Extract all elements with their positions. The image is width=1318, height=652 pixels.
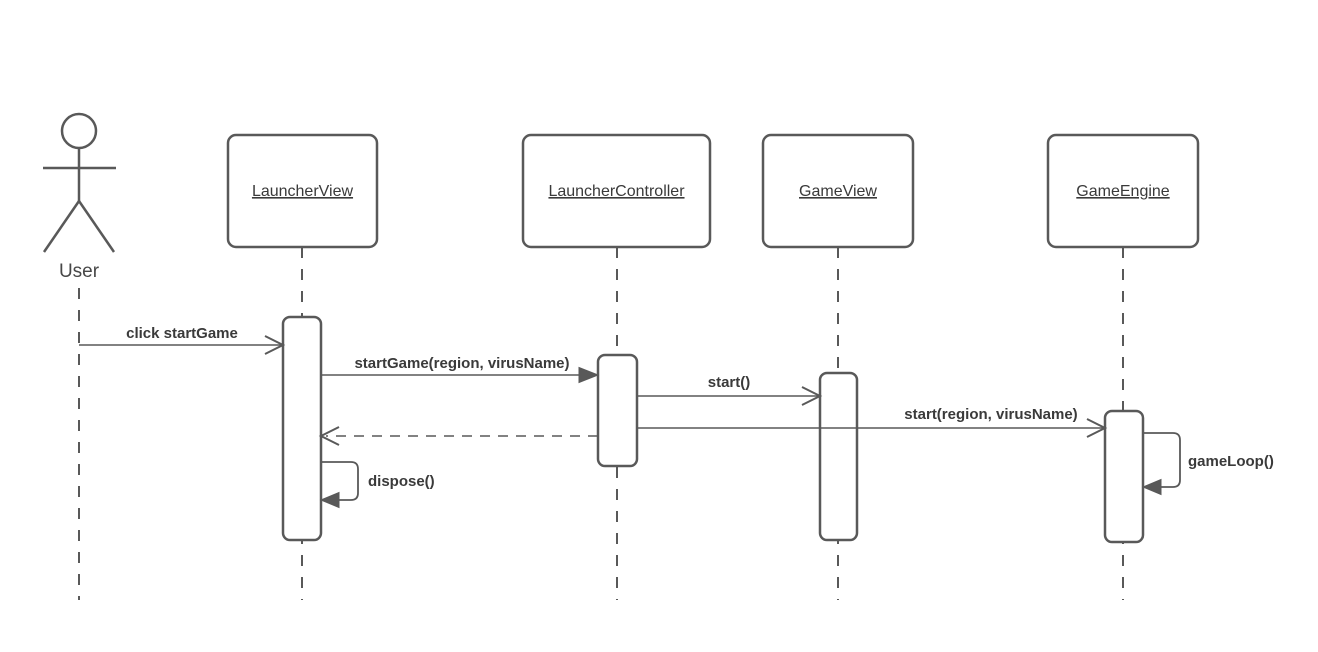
message-start: start() <box>637 374 823 406</box>
actor-left-leg <box>42 200 81 253</box>
message-label: gameLoop() <box>1188 453 1274 470</box>
message-label: startGame(region, virusName) <box>354 355 569 372</box>
lifeline-box <box>521 133 712 249</box>
lifeline-box-label: LauncherController <box>548 183 685 200</box>
lifeline-box <box>226 133 379 249</box>
open-arrowhead-icon <box>318 426 340 446</box>
message-label: start(region, virusName) <box>904 406 1077 423</box>
message-startgame-args: startGame(region, virusName) <box>321 355 600 384</box>
activation-bar-gameview <box>818 371 859 542</box>
message-dispose-self-call: dispose() <box>319 461 435 509</box>
message-gameloop-self-call: gameLoop() <box>1141 432 1274 496</box>
message-return <box>318 426 598 446</box>
activation-bar-launchercontroller <box>596 353 639 468</box>
lifeline-box <box>761 133 915 249</box>
actor-label: User <box>59 261 100 282</box>
message-label: click startGame <box>126 325 238 342</box>
activation-bar-gameengine <box>1103 409 1145 544</box>
open-arrowhead-icon <box>1086 418 1108 438</box>
message-start-args: start(region, virusName) <box>637 406 1108 438</box>
filled-arrowhead-icon <box>1141 478 1162 496</box>
activation-bar-launcherview <box>281 315 323 542</box>
filled-arrowhead-icon <box>319 491 340 509</box>
actor-head-icon <box>60 112 98 150</box>
message-label: dispose() <box>368 473 435 490</box>
filled-arrowhead-icon <box>578 366 600 384</box>
open-arrowhead-icon <box>801 386 823 406</box>
lifeline-head-launchercontroller: LauncherController <box>521 133 712 249</box>
lifeline-box <box>1046 133 1200 249</box>
message-label: start() <box>708 374 751 391</box>
lifeline-head-launcherview: LauncherView <box>226 133 379 249</box>
lifeline-head-gameview: GameView <box>761 133 915 249</box>
message-click-startgame: click startGame <box>79 325 286 355</box>
lifeline-box-label: GameEngine <box>1076 183 1169 200</box>
lifeline-box-label: GameView <box>799 183 877 200</box>
self-loop-line <box>321 461 359 501</box>
open-arrowhead-icon <box>264 335 286 355</box>
lifeline-head-gameengine: GameEngine <box>1046 133 1200 249</box>
self-loop-line <box>1143 432 1181 488</box>
lifeline-box-label: LauncherView <box>252 183 354 200</box>
actor-user: User <box>42 112 116 282</box>
actor-right-leg <box>77 200 116 253</box>
